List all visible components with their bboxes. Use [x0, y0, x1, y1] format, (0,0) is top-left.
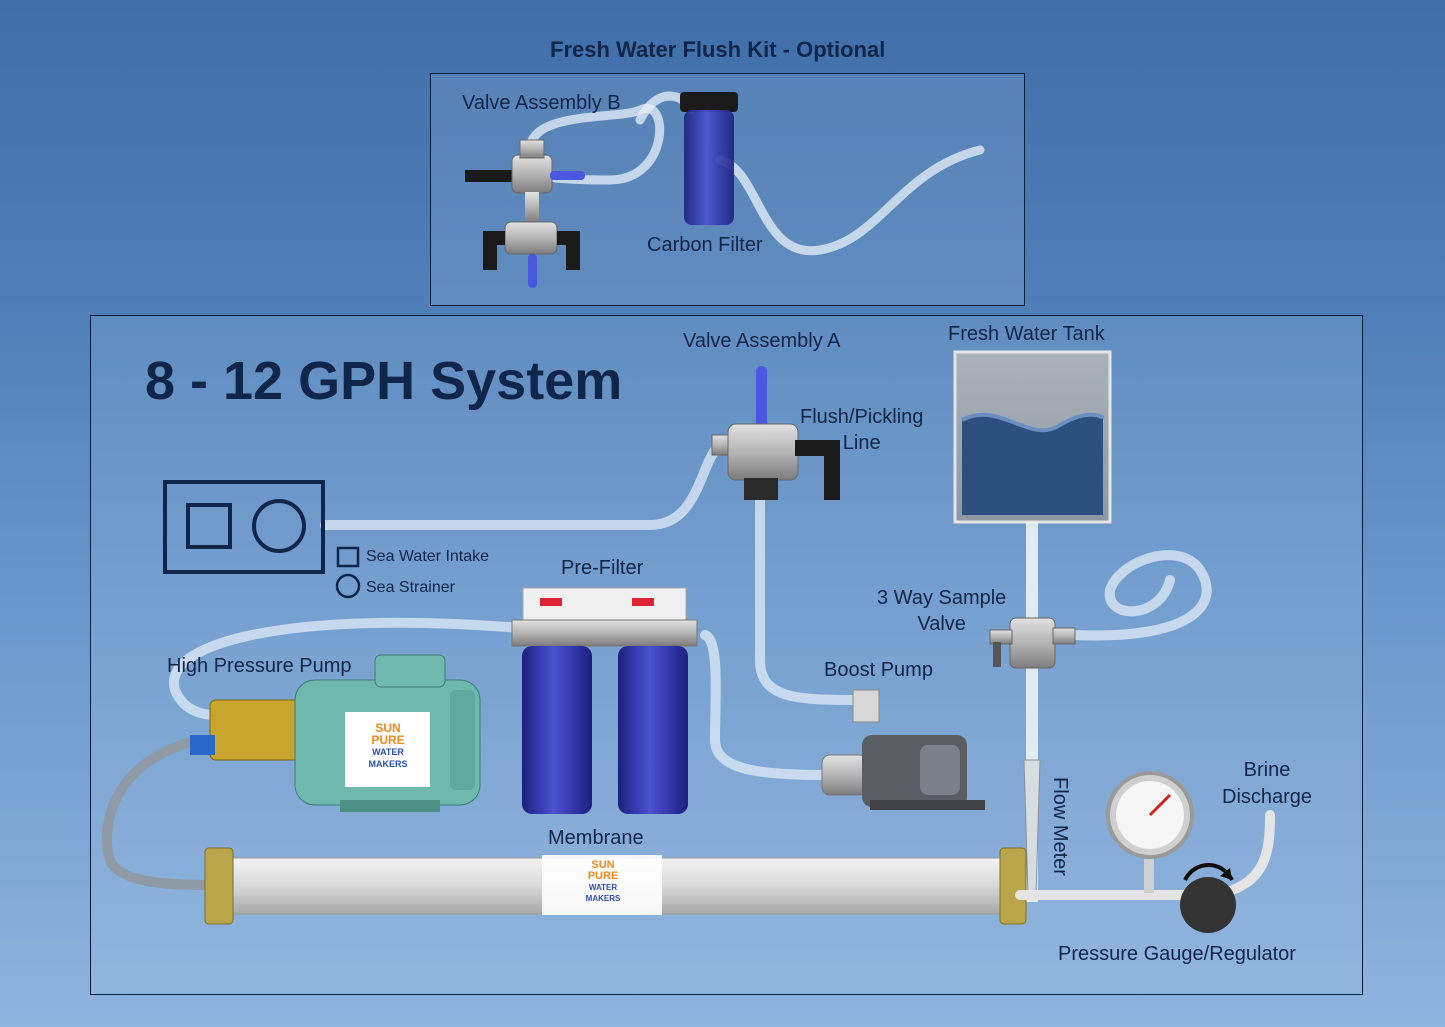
pressure-gauge-label: Pressure Gauge/Regulator [1058, 943, 1296, 965]
three-way-sample-valve [989, 617, 1076, 669]
regulator-knob [1180, 863, 1236, 933]
sea-strainer-label: Sea Strainer [366, 579, 455, 596]
fresh-water-tank [953, 350, 1112, 524]
flush-line-label: Flush/Pickling Line [800, 406, 924, 454]
high-pressure-pump-label: High Pressure Pump [167, 655, 352, 677]
membrane [204, 847, 1027, 925]
sample-valve-label: 3 Way Sample Valve [877, 587, 1007, 635]
braided-hose [101, 735, 215, 890]
valve-assembly-b [465, 139, 585, 288]
flush-kit-title: Fresh Water Flush Kit - Optional [550, 37, 886, 62]
sea-intake-legend-square [336, 546, 360, 568]
sea-water-intake-label: Sea Water Intake [366, 548, 490, 565]
valve-assembly-a [711, 366, 840, 500]
system-title: 8 - 12 GPH System [145, 351, 623, 411]
carbon-filter [680, 92, 738, 225]
pressure-gauge [1106, 771, 1194, 893]
flow-meter-label: Flow Meter [1048, 777, 1071, 876]
boost-pump-label: Boost Pump [824, 659, 933, 681]
brine-discharge-label: Brine Discharge [1222, 759, 1313, 808]
boost-pump [821, 689, 985, 810]
pre-filter-label: Pre-Filter [561, 557, 644, 579]
high-pressure-pump [190, 654, 481, 812]
valve-assembly-a-label: Valve Assembly A [683, 330, 841, 352]
sea-intake-strainer-box [163, 480, 325, 574]
pump-logo: SUN PURE WATER MAKERS [368, 721, 408, 769]
carbon-filter-label: Carbon Filter [647, 234, 763, 256]
flush-kit-hoses [525, 91, 985, 256]
valve-assembly-b-label: Valve Assembly B [462, 92, 621, 114]
sea-strainer-legend-circle [335, 573, 361, 599]
membrane-logo: SUN PURE WATER MAKERS [585, 859, 621, 904]
pre-filter [511, 587, 698, 814]
fresh-water-tank-label: Fresh Water Tank [948, 323, 1105, 345]
membrane-label: Membrane [548, 827, 644, 849]
main-hoses [168, 440, 1212, 780]
